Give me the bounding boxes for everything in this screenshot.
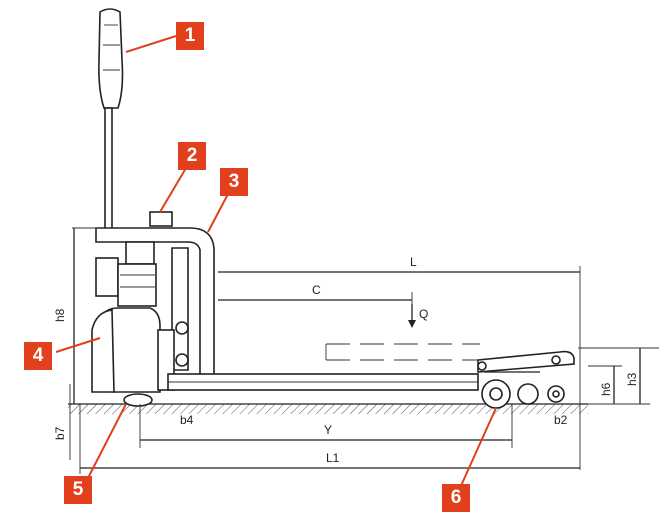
dim-h6: h6 (599, 382, 613, 396)
callout-1: 1 (176, 22, 204, 50)
callout-leaders (55, 35, 497, 489)
dimension-lines (69, 227, 659, 474)
callout-4: 4 (24, 342, 52, 370)
dim-b7: b7 (53, 426, 67, 440)
dim-Y: Y (324, 423, 332, 437)
dim-h3: h3 (625, 372, 639, 386)
hydraulic-pump (95, 211, 215, 381)
callout-5: 5 (64, 476, 92, 504)
callout-6: 6 (442, 484, 470, 512)
dim-h8: h8 (53, 308, 67, 322)
dim-L: L (410, 255, 417, 269)
dim-Q: Q (419, 307, 428, 321)
steering-wheel-assembly (91, 307, 175, 407)
dim-b4: b4 (180, 413, 194, 427)
dim-C: C (312, 283, 321, 297)
callout-2: 2 (178, 142, 206, 170)
callout-3: 3 (220, 168, 248, 196)
chassis (167, 373, 479, 391)
dim-b2: b2 (554, 413, 568, 427)
dim-L1: L1 (326, 451, 340, 465)
forks (325, 343, 575, 373)
tiller-handle (98, 8, 124, 234)
